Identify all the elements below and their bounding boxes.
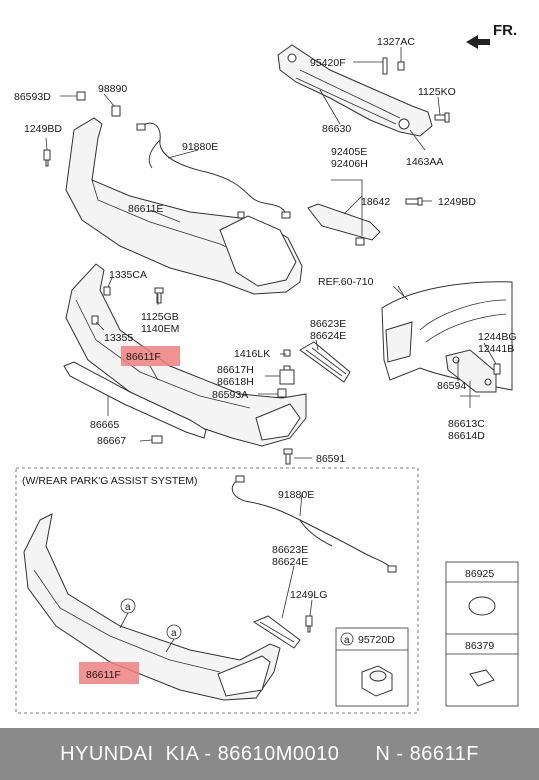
clip-86593A bbox=[277, 388, 287, 398]
label-1416LK: 1416LK bbox=[234, 348, 270, 360]
screw-1249BD-left bbox=[43, 149, 51, 167]
front-direction-arrow-icon bbox=[466, 35, 490, 49]
label-1140EM: 1140EM bbox=[141, 323, 179, 335]
callout-a-1: a bbox=[125, 602, 131, 613]
label-98890: 98890 bbox=[98, 83, 127, 95]
callout-a-circle-1 bbox=[120, 598, 136, 614]
clip-1416LK bbox=[283, 349, 291, 357]
garnish-86623E-upper bbox=[299, 341, 351, 383]
label-86630: 86630 bbox=[322, 123, 351, 135]
clip-86593D bbox=[76, 91, 86, 101]
label-1125GB: 1125GB bbox=[141, 311, 179, 323]
label-1463AA: 1463AA bbox=[406, 156, 443, 168]
label-86611E: 86611E bbox=[128, 203, 163, 215]
park-sensor-95720D bbox=[361, 665, 393, 697]
section-title: (W/REAR PARK'G ASSIST SYSTEM) bbox=[22, 475, 197, 487]
screw-1249BD-right bbox=[405, 197, 423, 206]
label-86624E-lower: 86624E bbox=[272, 556, 308, 568]
legend-a-circle bbox=[340, 632, 354, 646]
bracket-86594 bbox=[445, 349, 497, 393]
label-86593A: 86593A bbox=[212, 389, 248, 401]
bolt-1244BG bbox=[493, 363, 501, 375]
label-86667: 86667 bbox=[97, 435, 126, 447]
label-86614D: 86614D bbox=[448, 430, 485, 442]
leader-lines bbox=[45, 47, 497, 619]
parts-diagram: FR. bbox=[14, 22, 519, 714]
pad-86379 bbox=[469, 669, 495, 687]
label-1249BD-right: 1249BD bbox=[438, 196, 476, 208]
label-86925: 86925 bbox=[465, 568, 494, 580]
bolt-86591 bbox=[283, 448, 293, 465]
label-95420F: 95420F bbox=[310, 57, 346, 69]
label-86379: 86379 bbox=[465, 640, 494, 652]
highlight-86611F-upper bbox=[121, 346, 180, 366]
clip-95420F bbox=[382, 57, 388, 75]
reflector-92405E bbox=[307, 203, 381, 241]
label-86665: 86665 bbox=[90, 419, 119, 431]
label-86594: 86594 bbox=[437, 380, 466, 392]
clip-86667 bbox=[151, 435, 163, 444]
label-13355: 13355 bbox=[104, 332, 133, 344]
clip-18642 bbox=[355, 237, 365, 246]
label-86591: 86591 bbox=[316, 453, 345, 465]
footer-bar: HYUNDAI KIA - 86610M0010 N - 86611F bbox=[0, 728, 539, 780]
label-91880E-lower: 91880E bbox=[278, 489, 314, 501]
wiring-harness-91880E-upper bbox=[136, 122, 291, 219]
label-12441B: 12441B bbox=[478, 343, 514, 355]
wiring-harness-91880E-lower bbox=[231, 475, 397, 573]
label-86623E-upper: 86623E bbox=[310, 318, 346, 330]
label-86623E-lower: 86623E bbox=[272, 544, 308, 556]
label-86617H: 86617H bbox=[217, 364, 254, 376]
label-86611F-upper: 86611F bbox=[126, 351, 161, 363]
bracket-86617H bbox=[279, 365, 295, 385]
legend-a: a bbox=[344, 635, 350, 646]
garnish-strip-86665 bbox=[63, 361, 207, 439]
label-1244BG: 1244BG bbox=[478, 331, 517, 343]
bolt-1327AC bbox=[397, 61, 405, 71]
label-86613C: 86613C bbox=[448, 418, 485, 430]
label-86624E-upper: 86624E bbox=[310, 330, 346, 342]
screw-1249LG bbox=[305, 615, 313, 633]
clip-1335CA bbox=[103, 286, 111, 296]
label-92406H: 92406H bbox=[331, 158, 368, 170]
label-91880E-upper: 91880E bbox=[182, 141, 218, 153]
bumper-cover-86611E bbox=[65, 117, 303, 295]
plug-86925 bbox=[468, 596, 496, 616]
clip-98890 bbox=[111, 105, 121, 117]
ref-label: REF.60-710 bbox=[318, 276, 374, 288]
back-beam-86630 bbox=[277, 44, 433, 137]
label-1249BD-left: 1249BD bbox=[24, 123, 62, 135]
direction-label: FR. bbox=[493, 22, 517, 39]
label-1249LG: 1249LG bbox=[290, 589, 327, 601]
label-95720D: 95720D bbox=[358, 634, 395, 646]
callout-a-2: a bbox=[171, 628, 177, 639]
label-92405E: 92405E bbox=[331, 146, 367, 158]
lower-skid-86611F-park-assist bbox=[23, 513, 281, 701]
label-86611F-lower: 86611F bbox=[86, 669, 121, 681]
label-18642: 18642 bbox=[361, 196, 390, 208]
label-1327AC: 1327AC bbox=[377, 36, 415, 48]
label-86593D: 86593D bbox=[14, 91, 51, 103]
label-1125KO: 1125KO bbox=[418, 86, 456, 98]
footer-brand-part-number: HYUNDAI KIA - 86610M0010 bbox=[60, 742, 340, 765]
clip-13355 bbox=[91, 315, 99, 325]
bolt-1125GB bbox=[154, 287, 164, 304]
lower-skid-86611F bbox=[65, 263, 307, 447]
highlight-86611F-lower bbox=[79, 662, 139, 684]
label-86618H: 86618H bbox=[217, 376, 254, 388]
park-assist-section-box bbox=[15, 467, 419, 714]
bolt-1125KO bbox=[434, 112, 450, 123]
footer-item-number: N - 86611F bbox=[375, 742, 479, 765]
garnish-86623E-lower bbox=[252, 615, 301, 649]
label-1335CA: 1335CA bbox=[109, 269, 147, 281]
